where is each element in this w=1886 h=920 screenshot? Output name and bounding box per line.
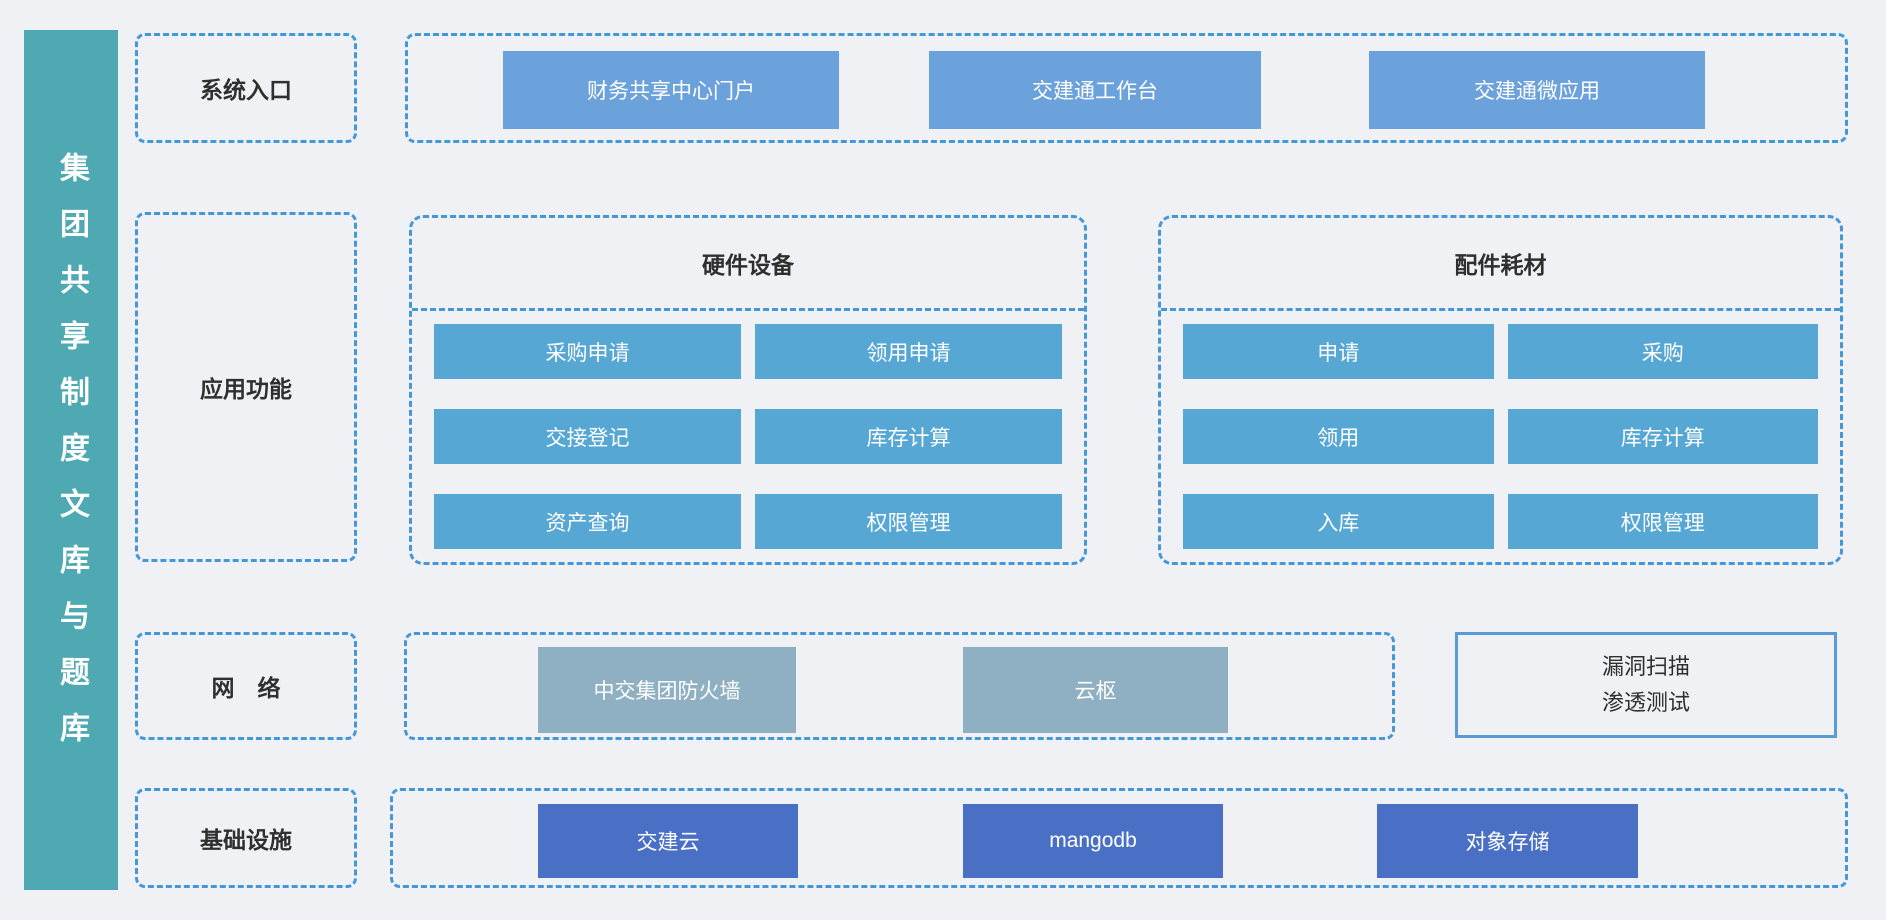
network-row-label-text: 网 络 xyxy=(211,675,281,701)
warehousing-button[interactable]: 入库 xyxy=(1183,494,1494,549)
network-row-container: 中交集团防火墙 云枢 xyxy=(404,632,1395,740)
entry-row-container: 财务共享中心门户 交建通工作台 交建通微应用 xyxy=(405,33,1848,143)
finance-shared-center-portal-button[interactable]: 财务共享中心门户 xyxy=(503,51,839,129)
hardware-equipment-button-grid: 采购申请 领用申请 交接登记 库存计算 资产查询 权限管理 xyxy=(412,311,1084,549)
network-row-label: 网 络 xyxy=(135,632,357,740)
vulnerability-scan-penetration-test-box: 漏洞扫描 渗透测试 xyxy=(1455,632,1837,738)
permission-management-button-parts[interactable]: 权限管理 xyxy=(1507,494,1818,549)
mangodb-button[interactable]: mangodb xyxy=(963,804,1223,878)
jiaojiantong-micro-app-button[interactable]: 交建通微应用 xyxy=(1369,51,1705,129)
hardware-equipment-group-title: 硬件设备 xyxy=(412,218,1084,311)
group-library-banner: 集团共享制度文库与题库 xyxy=(24,30,118,890)
hardware-equipment-title-text: 硬件设备 xyxy=(702,252,794,278)
parts-consumables-group-title: 配件耗材 xyxy=(1161,218,1840,311)
object-storage-button[interactable]: 对象存储 xyxy=(1377,804,1638,878)
entry-row-label: 系统入口 xyxy=(135,33,357,143)
parts-consumables-button-grid: 申请 采购 领用 库存计算 入库 权限管理 xyxy=(1161,311,1840,549)
asset-query-button[interactable]: 资产查询 xyxy=(434,494,741,549)
hardware-equipment-group: 硬件设备 采购申请 领用申请 交接登记 库存计算 资产查询 权限管理 xyxy=(409,215,1087,565)
infra-row-label-text: 基础设施 xyxy=(200,827,292,853)
requisition-request-button[interactable]: 领用申请 xyxy=(755,324,1062,379)
yunshu-button[interactable]: 云枢 xyxy=(963,647,1228,733)
jiaojiantong-workbench-button[interactable]: 交建通工作台 xyxy=(929,51,1261,129)
parts-consumables-title-text: 配件耗材 xyxy=(1454,252,1547,278)
vulnerability-scan-text: 漏洞扫描 xyxy=(1601,654,1690,679)
parts-consumables-group: 配件耗材 申请 采购 领用 库存计算 入库 权限管理 xyxy=(1158,215,1843,565)
infra-row-container: 交建云 mangodb 对象存储 xyxy=(390,788,1848,888)
entry-row-label-text: 系统入口 xyxy=(200,77,292,103)
handover-registration-button[interactable]: 交接登记 xyxy=(434,409,741,464)
cccc-group-firewall-button[interactable]: 中交集团防火墙 xyxy=(538,647,796,733)
inventory-calculation-button-hw[interactable]: 库存计算 xyxy=(755,409,1062,464)
jiaojian-cloud-button[interactable]: 交建云 xyxy=(538,804,798,878)
apply-button[interactable]: 申请 xyxy=(1183,324,1494,379)
apps-row-label: 应用功能 xyxy=(135,212,357,562)
penetration-test-text: 渗透测试 xyxy=(1601,690,1690,715)
purchase-request-button[interactable]: 采购申请 xyxy=(434,324,741,379)
group-library-banner-title: 集团共享制度文库与题库 xyxy=(55,152,88,768)
procurement-button[interactable]: 采购 xyxy=(1507,324,1818,379)
apps-row-label-text: 应用功能 xyxy=(200,376,292,402)
infra-row-label: 基础设施 xyxy=(135,788,357,888)
inventory-calculation-button-parts[interactable]: 库存计算 xyxy=(1507,409,1818,464)
permission-management-button-hw[interactable]: 权限管理 xyxy=(755,494,1062,549)
requisition-button[interactable]: 领用 xyxy=(1183,409,1494,464)
